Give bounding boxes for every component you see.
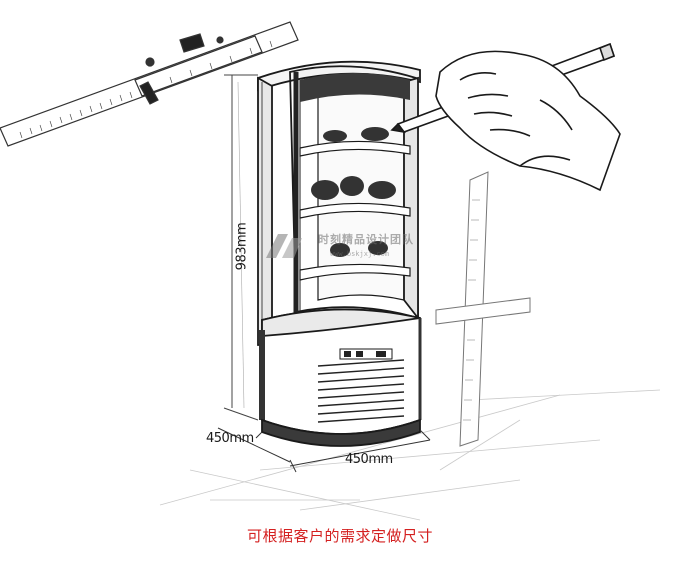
watermark-url: www.bskjxj.com [330,250,390,258]
watermark-text: 时刻精品设计团队 [318,233,414,246]
caliper-ruler-icon [0,21,299,147]
pencil-hand-icon [390,42,621,192]
background-sketch-lines [159,389,661,521]
height-dimension-line [223,74,259,421]
height-dimension-label: 983mm [234,222,250,271]
custom-size-caption: 可根据客户的需求定做尺寸 [246,527,433,545]
depth-dimension-label: 450mm [206,431,254,446]
display-cabinet [257,60,422,447]
base-dimension-lines [217,427,431,473]
watermark-logo-icon [266,234,302,258]
width-dimension-label: 450mm [345,452,393,467]
t-square-ruler-icon [435,171,531,447]
